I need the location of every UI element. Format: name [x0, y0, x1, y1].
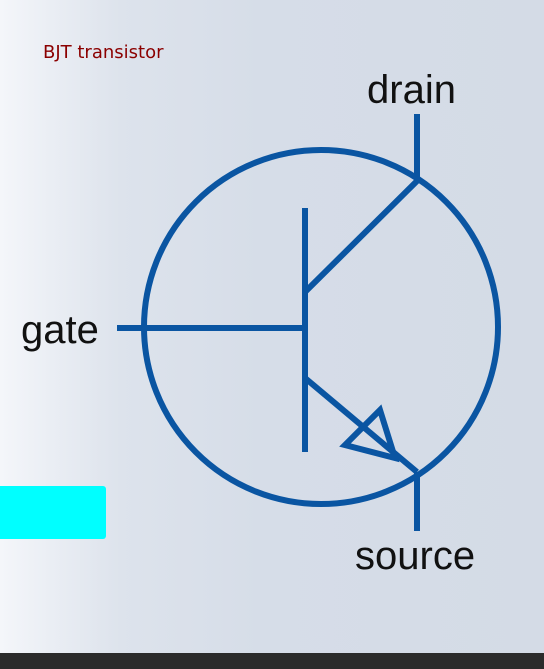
gate-label: gate: [21, 308, 99, 352]
collector-line: [302, 178, 420, 295]
highlight-block: [0, 486, 106, 539]
bottom-bar: [0, 653, 544, 669]
emitter-arrow: [339, 404, 400, 463]
drain-label: drain: [367, 68, 456, 112]
source-label: source: [355, 534, 476, 578]
diagram-caption: BJT transistor: [43, 42, 164, 63]
